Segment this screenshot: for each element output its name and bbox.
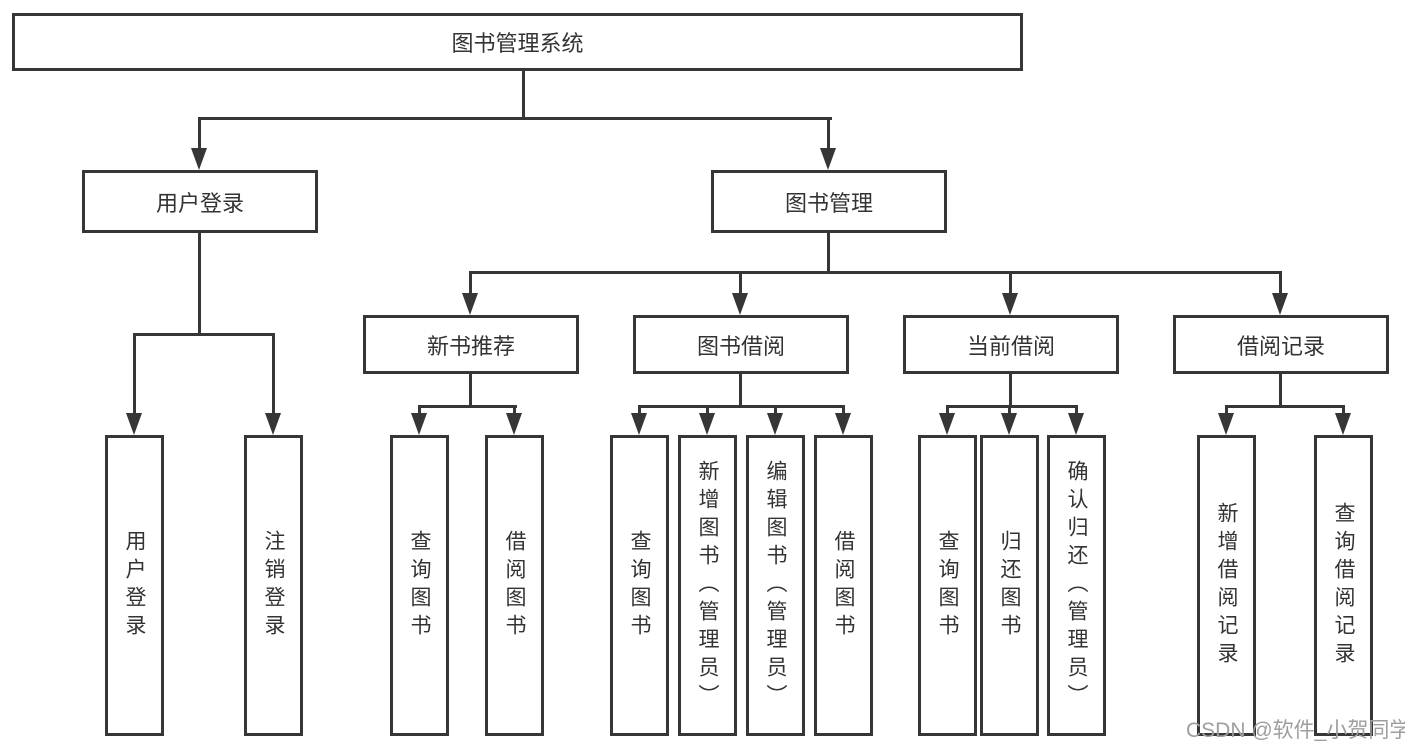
arrowhead-to-query-books-2: [631, 413, 647, 435]
connector-borrowing-records-bar: [1225, 405, 1345, 408]
connector-drop-borrow-books-2: [842, 405, 845, 415]
arrowhead-to-current-borrowing: [1002, 293, 1018, 315]
arrowhead-to-new-book: [462, 293, 478, 315]
leaf-query-books-3-label: 查询图书: [936, 529, 959, 642]
leaf-query-borrow-record-label: 查询借阅记录: [1332, 501, 1355, 670]
arrowhead-to-book-management: [820, 148, 836, 170]
arrowhead-to-add-book: [699, 413, 715, 435]
node-root-label: 图书管理系统: [451, 31, 584, 56]
connector-drop-user-login: [198, 117, 201, 150]
node-current-borrowing: 当前借阅: [903, 315, 1119, 374]
connector-drop-return-books: [1008, 405, 1011, 415]
node-borrowing-records-label: 借阅记录: [1236, 333, 1325, 359]
connector-drop-book-borrowing: [739, 271, 742, 297]
connector-book-management-stem: [827, 232, 830, 274]
leaf-query-books-3: 查询图书: [918, 435, 977, 736]
connector-current-borrowing-stem: [1009, 372, 1012, 408]
connector-drop-add-borrow-record: [1225, 405, 1228, 415]
arrowhead-to-return-books: [1001, 413, 1017, 435]
arrowhead-to-confirm-return: [1068, 413, 1084, 435]
arrowhead-to-query-books-1: [411, 413, 427, 435]
arrowhead-to-user-login: [191, 148, 207, 170]
connector-drop-book-management: [827, 117, 830, 150]
node-user-login-label: 用户登录: [155, 190, 244, 216]
leaf-add-book-admin-label: 新增图书（管理员）: [696, 459, 719, 712]
leaf-query-books-2-label: 查询图书: [628, 529, 651, 642]
arrowhead-to-book-borrowing: [732, 293, 748, 315]
connector-drop-query-books-3: [946, 405, 949, 415]
node-book-borrowing: 图书借阅: [633, 315, 849, 374]
leaf-borrow-books-2-label: 借阅图书: [832, 529, 855, 642]
connector-user-login-stem: [198, 232, 201, 336]
leaf-borrow-books-2: 借阅图书: [814, 435, 873, 736]
node-new-book-recommend: 新书推荐: [363, 315, 579, 374]
leaf-logout-label: 注销登录: [262, 529, 285, 642]
connector-drop-current-borrowing: [1009, 271, 1012, 297]
arrowhead-to-query-borrow-record: [1335, 413, 1351, 435]
connector-drop-leaf-user-login: [133, 333, 136, 415]
leaf-user-login: 用户登录: [105, 435, 164, 736]
connector-drop-query-borrow-record: [1342, 405, 1345, 415]
arrowhead-to-query-books-3: [939, 413, 955, 435]
node-book-borrowing-label: 图书借阅: [696, 333, 785, 359]
arrowhead-to-leaf-logout: [265, 413, 281, 435]
connector-book-management-bar: [469, 271, 1282, 274]
leaf-confirm-return-admin: 确认归还（管理员）: [1047, 435, 1106, 736]
arrowhead-to-leaf-user-login: [126, 413, 142, 435]
leaf-edit-book-admin: 编辑图书（管理员）: [746, 435, 805, 736]
leaf-logout: 注销登录: [244, 435, 303, 736]
connector-drop-new-book: [469, 271, 472, 297]
leaf-add-borrow-record-label: 新增借阅记录: [1215, 501, 1238, 670]
arrowhead-to-edit-book: [767, 413, 783, 435]
leaf-query-books-2: 查询图书: [610, 435, 669, 736]
leaf-user-login-label: 用户登录: [123, 529, 146, 642]
node-current-borrowing-label: 当前借阅: [966, 333, 1055, 359]
csdn-watermark: CSDN @软件_小贺同学: [1186, 719, 1405, 742]
connector-book-borrowing-stem: [739, 372, 742, 408]
connector-drop-query-books-2: [638, 405, 641, 415]
leaf-query-borrow-record: 查询借阅记录: [1314, 435, 1373, 736]
leaf-add-borrow-record: 新增借阅记录: [1197, 435, 1256, 736]
leaf-query-books-1-label: 查询图书: [408, 529, 431, 642]
leaf-borrow-books-1: 借阅图书: [485, 435, 544, 736]
connector-drop-leaf-logout: [272, 333, 275, 415]
connector-drop-edit-book: [774, 405, 777, 415]
node-root: 图书管理系统: [12, 13, 1023, 71]
arrowhead-to-borrow-books-1: [506, 413, 522, 435]
leaf-edit-book-admin-label: 编辑图书（管理员）: [764, 459, 787, 712]
connector-drop-query-books-1: [418, 405, 421, 415]
leaf-borrow-books-1-label: 借阅图书: [503, 529, 526, 642]
connector-user-login-bar: [133, 333, 275, 336]
connector-new-book-bar: [418, 405, 517, 408]
node-book-management: 图书管理: [711, 170, 947, 233]
arrowhead-to-add-borrow-record: [1218, 413, 1234, 435]
arrowhead-to-borrow-books-2: [835, 413, 851, 435]
arrowhead-to-borrowing-records: [1272, 293, 1288, 315]
node-user-login: 用户登录: [82, 170, 318, 233]
node-book-management-label: 图书管理: [784, 190, 873, 216]
connector-drop-borrowing-records: [1279, 271, 1282, 297]
leaf-query-books-1: 查询图书: [390, 435, 449, 736]
connector-drop-borrow-books-1: [513, 405, 516, 415]
leaf-return-books: 归还图书: [980, 435, 1039, 736]
node-borrowing-records: 借阅记录: [1173, 315, 1389, 374]
connector-book-borrowing-bar: [638, 405, 845, 408]
connector-root-stem: [522, 70, 525, 118]
leaf-add-book-admin: 新增图书（管理员）: [678, 435, 737, 736]
connector-drop-add-book: [706, 405, 709, 415]
connector-current-borrowing-bar: [946, 405, 1078, 408]
connector-new-book-stem: [469, 372, 472, 408]
connector-borrowing-records-stem: [1279, 372, 1282, 408]
connector-drop-confirm-return: [1075, 405, 1078, 415]
node-new-book-recommend-label: 新书推荐: [426, 333, 515, 359]
connector-root-bar: [198, 117, 832, 120]
leaf-return-books-label: 归还图书: [998, 529, 1021, 642]
leaf-confirm-return-admin-label: 确认归还（管理员）: [1065, 459, 1088, 712]
